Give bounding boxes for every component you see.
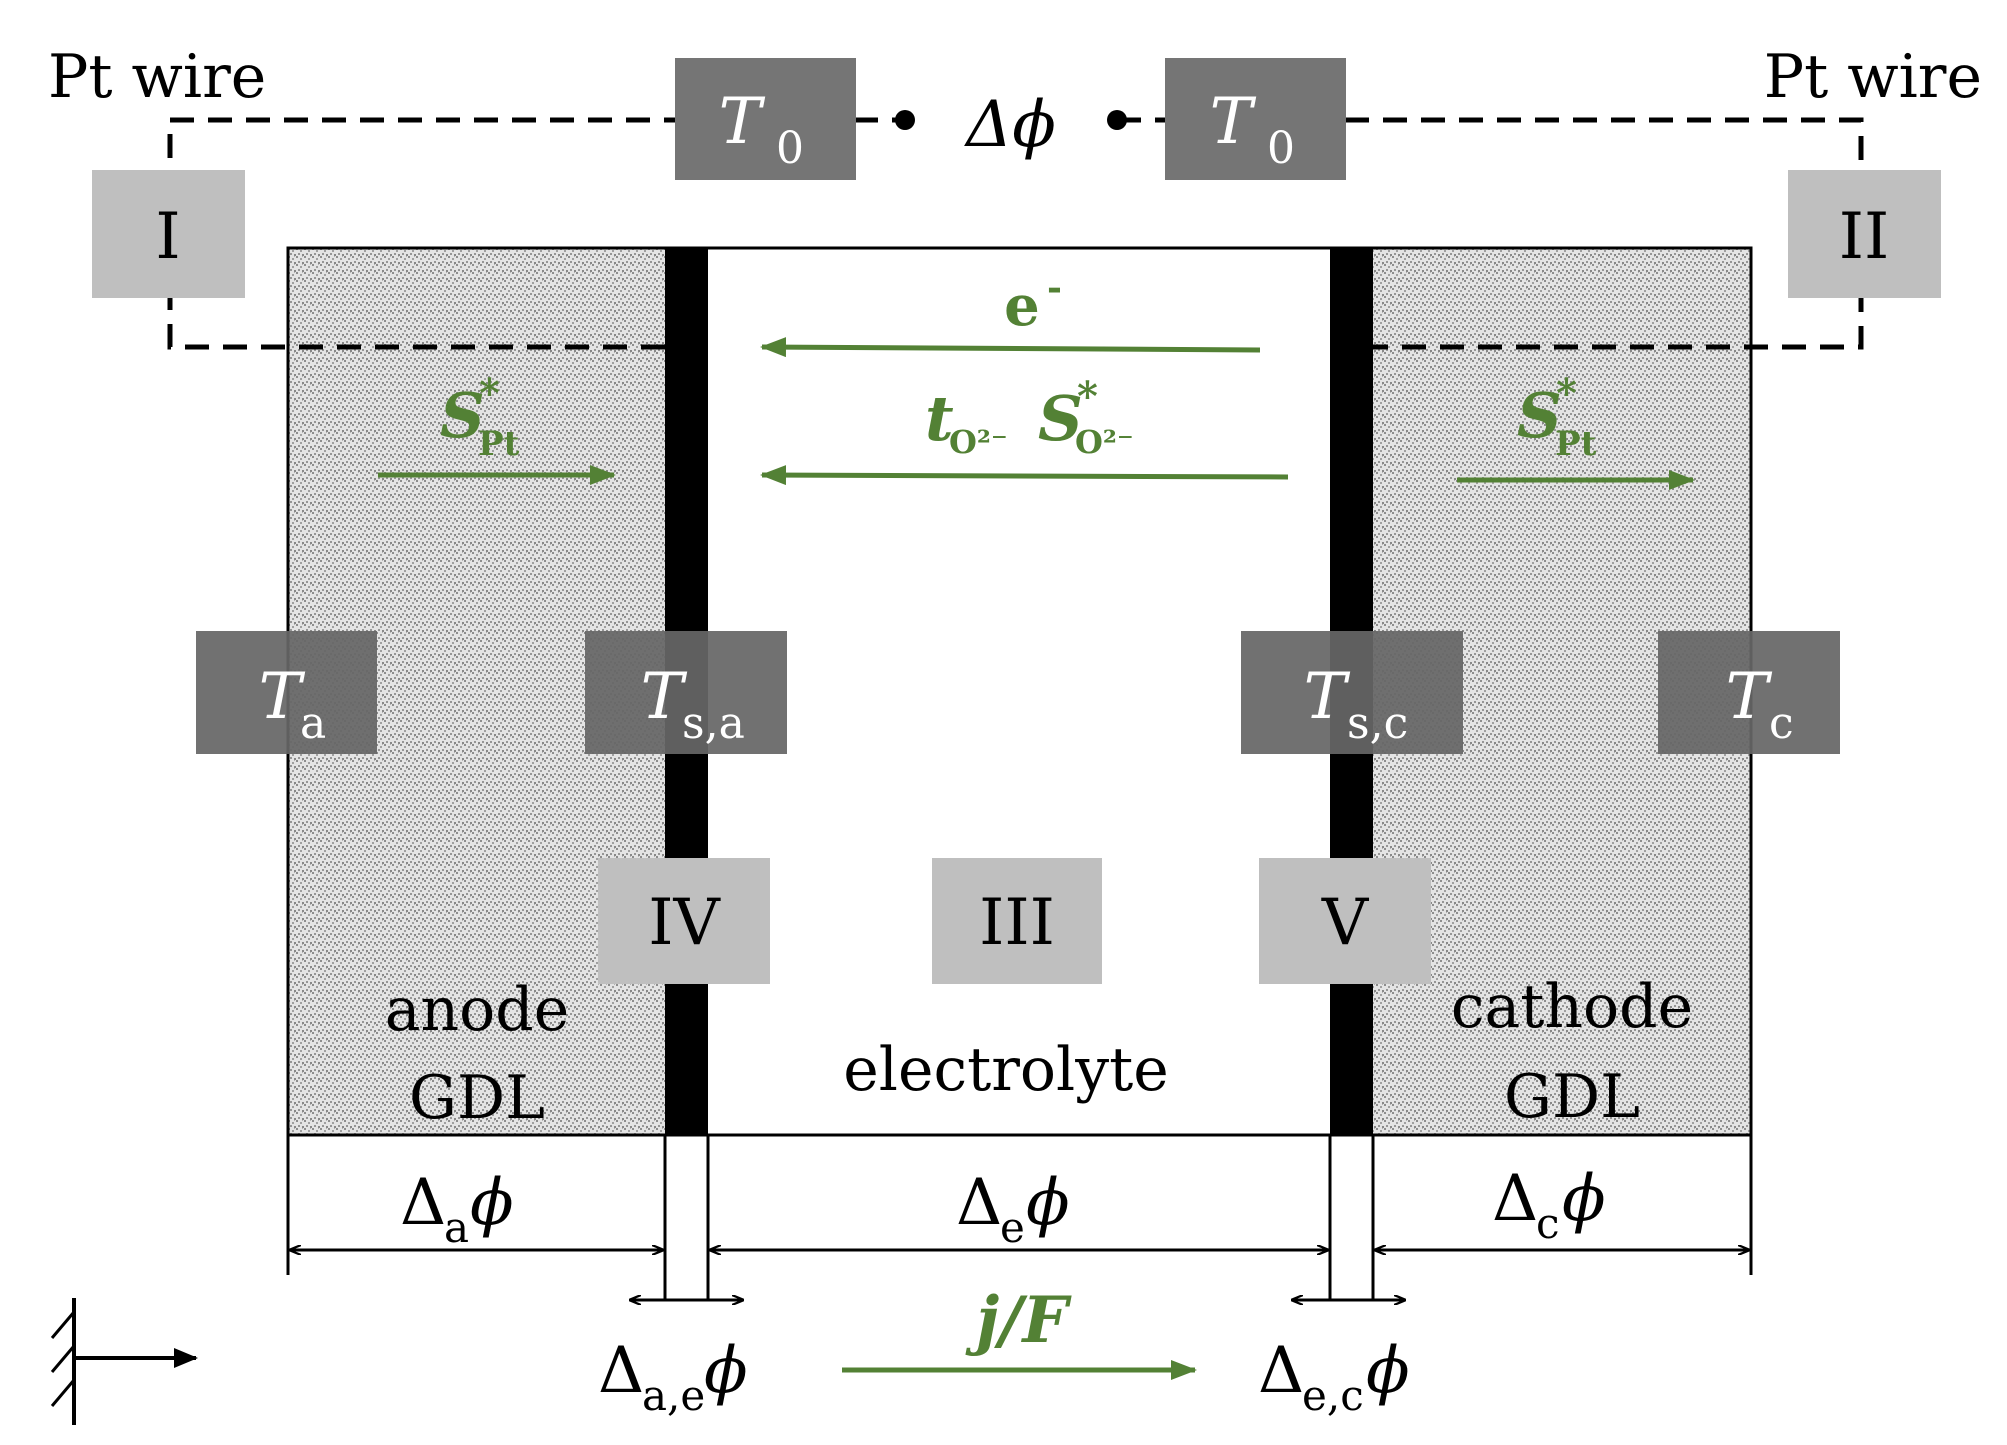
tsa-box: T s,a	[585, 631, 787, 754]
cathode-interface-sub: e,c	[1302, 1371, 1364, 1420]
anode-potential-delta: Δ	[400, 1166, 446, 1240]
anode-interface-phi: ϕ	[704, 1334, 748, 1408]
anode-interface-delta: Δ	[598, 1334, 644, 1408]
electron-flux: e -	[760, 267, 1261, 358]
cathode-potential-delta: Δ	[1492, 1162, 1538, 1236]
t-symbol: t	[925, 382, 954, 455]
electron-sup: -	[1047, 267, 1062, 309]
region-iv-box: IV	[598, 858, 770, 984]
anode-potential-phi: ϕ	[470, 1166, 514, 1240]
electrolyte-potential-delta: Δ	[956, 1166, 1002, 1240]
ta-symbol: T	[259, 660, 306, 734]
ta-sub: a	[300, 698, 326, 749]
t0-box-left: T 0	[675, 58, 856, 180]
current-label: j/F	[965, 1283, 1073, 1358]
region-iii-label: III	[979, 886, 1055, 960]
t0-right-sub: 0	[1267, 123, 1295, 174]
region-iv-label: IV	[648, 886, 721, 960]
electrolyte-potential-sub: e	[1000, 1203, 1025, 1252]
pt-entropy-flux-right: S * Pt	[1457, 370, 1695, 490]
tsc-sub: s,c	[1347, 698, 1408, 749]
ionic-entropy-flux: t O²⁻ S * O²⁻	[760, 373, 1289, 486]
dimension-lines	[286, 1135, 1753, 1300]
s-pt-left-sup: *	[479, 370, 500, 417]
tc-box: T c	[1658, 631, 1840, 754]
reference-frame-icon	[50, 1298, 198, 1425]
tsa-sub: s,a	[682, 698, 745, 749]
terminal-right	[1107, 110, 1127, 130]
cathode-interface-phi: ϕ	[1366, 1334, 1410, 1408]
region-iii-box: III	[932, 858, 1102, 984]
anode-potential-sub: a	[444, 1203, 469, 1252]
t0-left-symbol: T	[719, 85, 766, 159]
t-sub: O²⁻	[949, 423, 1008, 461]
s-ion-sup: *	[1077, 373, 1098, 420]
s-ion-symbol: S	[1038, 382, 1083, 455]
pt-wire-left-label: Pt wire	[48, 42, 266, 112]
ionic-entropy-arrow	[760, 465, 1289, 486]
t0-right-symbol: T	[1210, 85, 1257, 159]
cathode-gdl-label: GDL	[1504, 1062, 1640, 1132]
s-pt-left-symbol: S	[440, 379, 485, 452]
region-ii-label: II	[1839, 200, 1890, 274]
pt-entropy-flux-left: S * Pt	[378, 370, 616, 485]
region-v-label: V	[1321, 886, 1370, 960]
electrolyte-potential-label: Δ e ϕ	[956, 1166, 1070, 1252]
pt-wire-right-label: Pt wire	[1764, 42, 1982, 112]
tsa-symbol: T	[641, 660, 688, 734]
s-pt-left-sub: Pt	[478, 424, 520, 464]
anode-interface-potential-label: Δ a,e ϕ	[598, 1334, 748, 1420]
region-i-label: I	[155, 200, 180, 274]
cathode-label: cathode	[1451, 972, 1693, 1042]
cathode-potential-phi: ϕ	[1562, 1162, 1606, 1236]
tc-sub: c	[1769, 698, 1794, 749]
cathode-interface-potential-label: Δ e,c ϕ	[1258, 1334, 1410, 1420]
terminal-left	[895, 110, 915, 130]
tsc-box: T s,c	[1241, 631, 1463, 754]
electron-arrow	[760, 337, 1261, 358]
delta-phi-label: Δϕ	[963, 88, 1056, 162]
anode-interface-sub: a,e	[642, 1371, 705, 1420]
tc-symbol: T	[1726, 660, 1773, 734]
t0-box-right: T 0	[1165, 58, 1346, 180]
electron-label: e	[1004, 273, 1040, 339]
electrolyte-label: electrolyte	[843, 1035, 1168, 1105]
anode-gdl-label: GDL	[409, 1063, 545, 1133]
anode-potential-label: Δ a ϕ	[400, 1166, 514, 1252]
t0-left-sub: 0	[776, 123, 804, 174]
s-pt-right-sub: Pt	[1555, 424, 1597, 464]
region-i-box: I	[92, 170, 245, 298]
s-pt-right-symbol: S	[1517, 379, 1562, 452]
cathode-interface-delta: Δ	[1258, 1334, 1304, 1408]
tsc-symbol: T	[1304, 660, 1351, 734]
cathode-potential-sub: c	[1536, 1199, 1560, 1248]
s-ion-sub: O²⁻	[1075, 423, 1134, 461]
ta-box: T a	[196, 631, 377, 754]
region-v-box: V	[1259, 858, 1431, 984]
anode-label: anode	[385, 975, 569, 1045]
electrolyte-potential-phi: ϕ	[1026, 1166, 1070, 1240]
current-flux: j/F	[842, 1283, 1197, 1380]
s-pt-right-sup: *	[1556, 370, 1577, 417]
region-ii-box: II	[1788, 170, 1941, 298]
cathode-potential-label: Δ c ϕ	[1492, 1162, 1606, 1248]
